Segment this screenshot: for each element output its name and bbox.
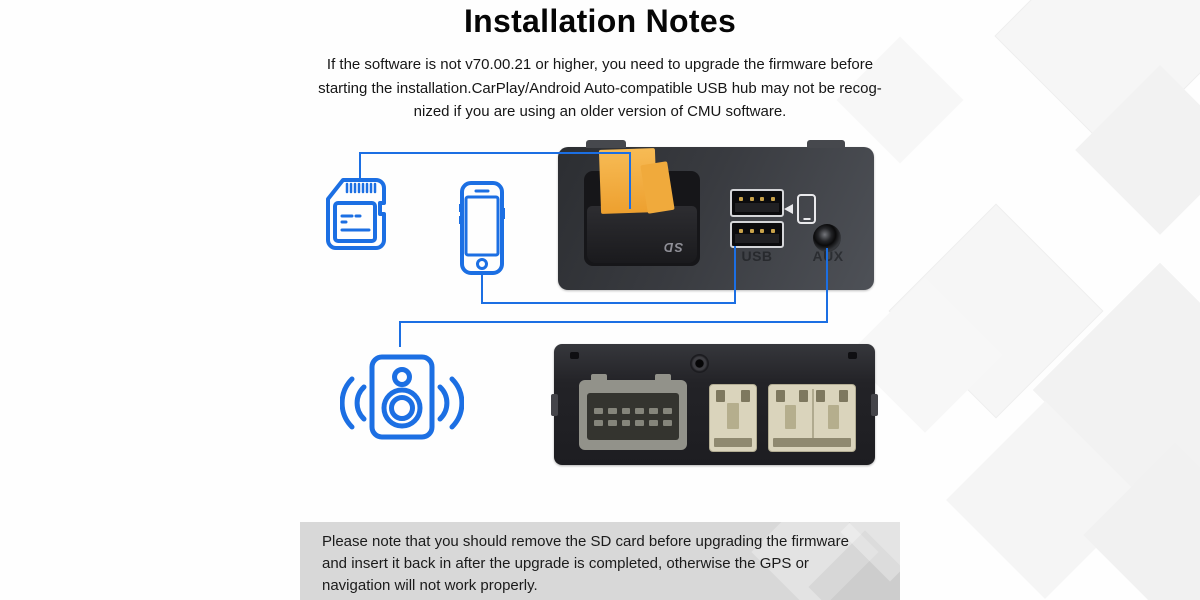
- connector-line-aux-down: [826, 248, 828, 323]
- intro-line: starting the installation.CarPlay/Androi…: [318, 79, 882, 97]
- sd-slot-cover: SD: [587, 206, 697, 263]
- sd-logo: SD: [662, 240, 683, 255]
- intro-paragraph: If the software is not v70.00.21 or high…: [280, 53, 920, 124]
- connector-notch: [591, 374, 607, 381]
- smartphone-icon: [459, 181, 505, 275]
- intro-line: nized if you are using an older version …: [413, 103, 787, 120]
- screw-peg: [848, 352, 857, 359]
- screw-hole: [690, 354, 709, 373]
- mounting-tab: [807, 140, 845, 148]
- triangle-left-icon: [784, 204, 793, 214]
- side-tab: [551, 394, 558, 416]
- speaker-icon: [340, 354, 464, 440]
- diamond-shape: [1083, 443, 1200, 600]
- connector-pin-grid: [587, 393, 679, 440]
- note-paragraph: Please note that you should remove the S…: [300, 522, 900, 597]
- usb-pins: [739, 229, 775, 233]
- usb-port-bottom: [730, 221, 784, 248]
- connector-line-sd-drop: [629, 152, 631, 209]
- connector-line-phone-to-usb: [734, 246, 736, 304]
- usb-label: USB: [741, 248, 773, 264]
- note-line: and insert it back in after the upgrade …: [322, 555, 809, 572]
- mounting-tab: [586, 140, 626, 148]
- usb-port-top: [730, 189, 784, 217]
- note-box: Please note that you should remove the S…: [300, 522, 900, 600]
- aux-jack: [813, 224, 841, 252]
- connector-notch: [655, 374, 671, 381]
- phone-port-icon: [784, 194, 816, 224]
- diamond-shape: [1075, 65, 1200, 235]
- usb-tongue: [735, 234, 779, 243]
- screw-peg: [570, 352, 579, 359]
- connector-line-aux-horizontal: [399, 321, 828, 323]
- diamond-shape: [1032, 262, 1200, 518]
- connector-line-phone-horizontal: [481, 302, 736, 304]
- diamond-shape: [994, 0, 1200, 158]
- connector-line-sd-horizontal: [359, 152, 631, 154]
- page-title: Installation Notes: [463, 3, 737, 39]
- diamond-shape: [946, 401, 1144, 599]
- phone-glyph-icon: [797, 194, 816, 224]
- connector-divider: [812, 389, 814, 447]
- connector-line-to-speaker: [399, 321, 401, 347]
- small-connector: [709, 384, 757, 452]
- sd-card-icon: [326, 178, 386, 250]
- connector-line-phone-down: [481, 272, 483, 304]
- usb-tongue: [735, 203, 779, 212]
- dual-connector: [768, 384, 856, 452]
- intro-line: If the software is not v70.00.21 or high…: [326, 56, 874, 73]
- diamond-shape: [888, 203, 1104, 419]
- note-line: Please note that you should remove the S…: [322, 533, 849, 550]
- main-wiring-connector: [579, 374, 687, 450]
- aux-label: AUX: [812, 248, 844, 264]
- cmu-hub-rear-photo: [551, 344, 878, 465]
- connector-line-sd-vertical: [359, 152, 361, 180]
- usb-pins: [739, 197, 775, 201]
- side-tab: [871, 394, 878, 416]
- note-line: navigation will not work properly.: [322, 577, 538, 594]
